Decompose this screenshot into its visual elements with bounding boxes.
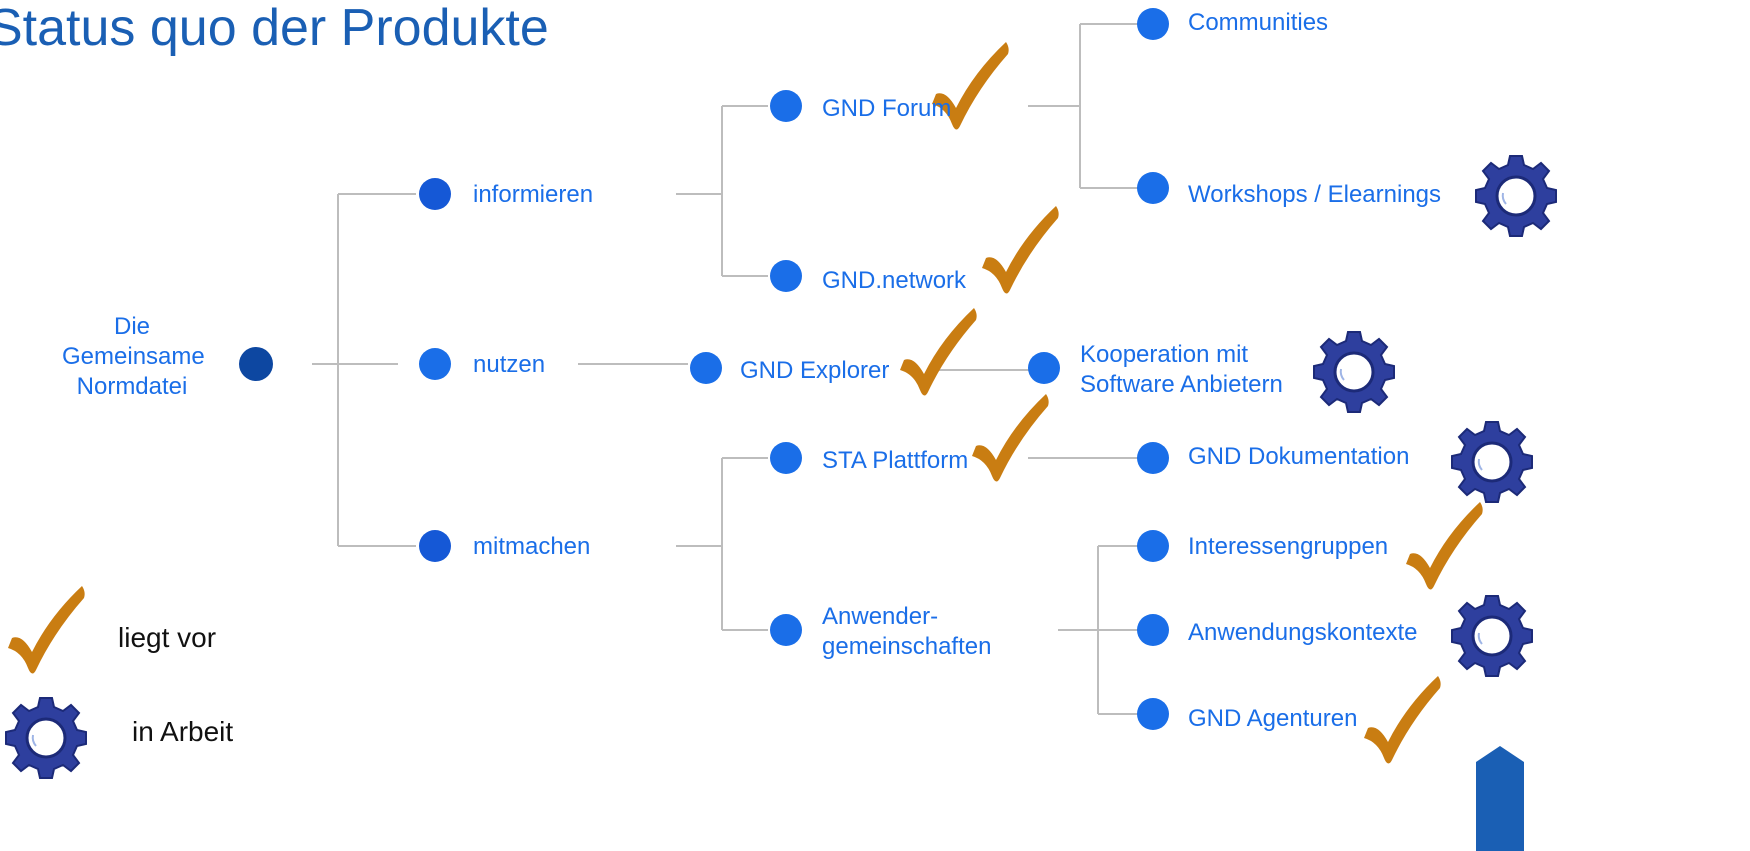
node-mitmachen [419, 530, 451, 562]
gear-icon [1474, 154, 1558, 238]
root-label: Die Gemeinsame Normdatei [62, 312, 205, 402]
label-nutzen: nutzen [473, 351, 546, 378]
gear-icon [1450, 420, 1534, 504]
node-informieren [419, 178, 451, 210]
label-mitmachen: mitmachen [473, 533, 591, 560]
label-gnd-forum: GND Forum [822, 95, 952, 122]
label-anwendergemeinschaften-line1: Anwender- [822, 603, 939, 630]
node-workshops [1137, 172, 1169, 204]
checkmark-icon [1364, 676, 1441, 764]
node-communities [1137, 8, 1169, 40]
label-gnd-network: GND.network [822, 267, 967, 294]
node-kooperation [1028, 352, 1060, 384]
label-gnd-agenturen: GND Agenturen [1188, 705, 1358, 732]
label-anwendergemeinschaften-line2: gemeinschaften [822, 633, 992, 660]
logo-fragment [1476, 746, 1524, 851]
node-interessengruppen [1137, 530, 1169, 562]
label-interessengruppen: Interessengruppen [1188, 533, 1389, 560]
legend-gear-icon [4, 696, 88, 780]
legend-in-progress-label: in Arbeit [132, 716, 234, 747]
node-gnd-dokumentation [1137, 442, 1169, 474]
node-gnd-explorer [690, 352, 722, 384]
connector-lines [312, 23, 1140, 715]
node-anwendungskontexte [1137, 614, 1169, 646]
node-gnd-forum [770, 90, 802, 122]
label-informieren: informieren [473, 181, 594, 208]
legend-done-label: liegt vor [118, 622, 217, 653]
checkmark-icon [972, 394, 1049, 482]
root-node [239, 347, 273, 381]
label-communities: Communities [1188, 9, 1329, 36]
connector-forum [1028, 23, 1140, 189]
node-sta-plattform [770, 442, 802, 474]
gear-icon [1312, 330, 1396, 414]
label-sta-plattform: STA Plattform [822, 447, 969, 474]
node-nutzen [419, 348, 451, 380]
root-label-line1: Die [113, 313, 150, 340]
connector-informieren [676, 105, 768, 277]
node-gnd-network [770, 260, 802, 292]
label-anwendergemeinschaften: Anwender- gemeinschaften [822, 602, 991, 662]
label-kooperation: Kooperation mit Software Anbietern [1080, 340, 1283, 400]
checkmark-icon [900, 308, 977, 396]
label-kooperation-line2: Software Anbietern [1080, 371, 1283, 398]
label-gnd-explorer: GND Explorer [740, 357, 890, 384]
gear-icon [1450, 594, 1534, 678]
root-label-line3: Normdatei [76, 373, 188, 400]
page-title: Status quo der Produkte [0, 0, 549, 57]
node-gnd-agenturen [1137, 698, 1169, 730]
root-label-line2: Gemeinsame [62, 343, 205, 370]
label-kooperation-line1: Kooperation mit [1080, 341, 1249, 368]
label-workshops: Workshops / Elearnings [1188, 181, 1442, 208]
checkmark-icon [982, 206, 1059, 294]
label-gnd-dokumentation: GND Dokumentation [1188, 443, 1410, 470]
label-anwendungskontexte: Anwendungskontexte [1188, 619, 1418, 646]
connector-level1-bracket [337, 193, 416, 547]
connector-mitmachen [676, 457, 768, 631]
legend-checkmark-icon [8, 586, 85, 674]
checkmark-icon [1406, 502, 1483, 590]
connector-anwender [1058, 545, 1140, 715]
node-anwendergemeinschaften [770, 614, 802, 646]
